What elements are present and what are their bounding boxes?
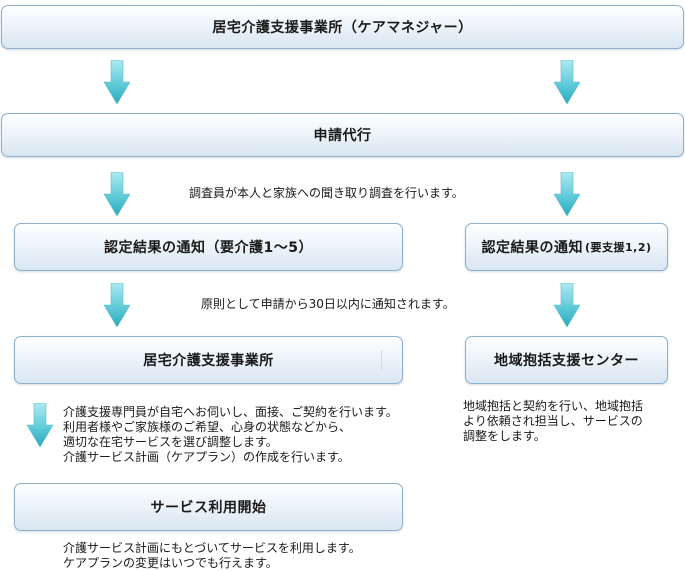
center-description-line: 調整をします。 <box>463 429 546 443</box>
down-arrow-icon <box>104 60 130 104</box>
support-result-label: 認定結果の通知 <box>481 240 583 256</box>
care-manager-office-label: 居宅介護支援事業所（ケアマネジャー） <box>212 20 473 36</box>
notification-note: 原則として申請から30日以内に通知されます。 <box>201 297 455 311</box>
service-start-label: サービス利用開始 <box>150 500 267 516</box>
service-start-description: 介護サービス計画にもとづいてサービスを利用します。 ケアプランの変更はいつでも行… <box>63 541 361 571</box>
application-proxy-label: 申請代行 <box>313 128 372 144</box>
support-result-level: (要支援1,2) <box>584 241 652 254</box>
community-center-label: 地域抱括支援センター <box>494 353 639 369</box>
down-arrow-icon <box>554 172 580 216</box>
care-result-box: 認定結果の通知（要介護1～5） <box>14 223 403 271</box>
support-result-box: 認定結果の通知(要支援1,2) <box>465 223 668 271</box>
office-description: 介護支援専門員が自宅へお伺いし、面接、ご契約を行います。 利用者様やご家族様のご… <box>63 405 398 465</box>
home-care-office-label: 居宅介護支援事業所 <box>143 353 274 369</box>
care-manager-office-box: 居宅介護支援事業所（ケアマネジャー） <box>1 5 684 49</box>
office-description-line: 利用者様やご家族様のご希望、心身の状態などから、 <box>63 420 352 434</box>
down-arrow-icon <box>104 172 130 216</box>
down-arrow-icon <box>27 403 53 447</box>
office-description-line: 介護サービス計画（ケアプラン）の作成を行います。 <box>63 450 350 464</box>
survey-note: 調査員が本人と家族への聞き取り調査を行います。 <box>189 186 464 200</box>
divider <box>381 351 383 369</box>
down-arrow-icon <box>554 283 580 327</box>
service-start-description-line: 介護サービス計画にもとづいてサービスを利用します。 <box>63 541 361 555</box>
service-start-description-line: ケアプランの変更はいつでも行えます。 <box>63 556 278 570</box>
down-arrow-icon <box>554 60 580 104</box>
center-description-line: 地域抱括と契約を行い、地域抱括 <box>463 399 644 413</box>
community-center-box: 地域抱括支援センター <box>465 336 668 384</box>
center-description-line: より依頼され担当し、サービスの <box>463 414 643 428</box>
down-arrow-icon <box>104 283 130 327</box>
application-proxy-box: 申請代行 <box>1 113 684 157</box>
center-description: 地域抱括と契約を行い、地域抱括 より依頼され担当し、サービスの 調整をします。 <box>463 399 643 444</box>
service-start-box: サービス利用開始 <box>14 483 403 531</box>
office-description-line: 適切な在宅サービスを選び調整します。 <box>63 435 278 449</box>
care-result-label: 認定結果の通知（要介護1～5） <box>104 240 313 256</box>
office-description-line: 介護支援専門員が自宅へお伺いし、面接、ご契約を行います。 <box>63 405 398 419</box>
home-care-office-box: 居宅介護支援事業所 <box>14 336 403 384</box>
